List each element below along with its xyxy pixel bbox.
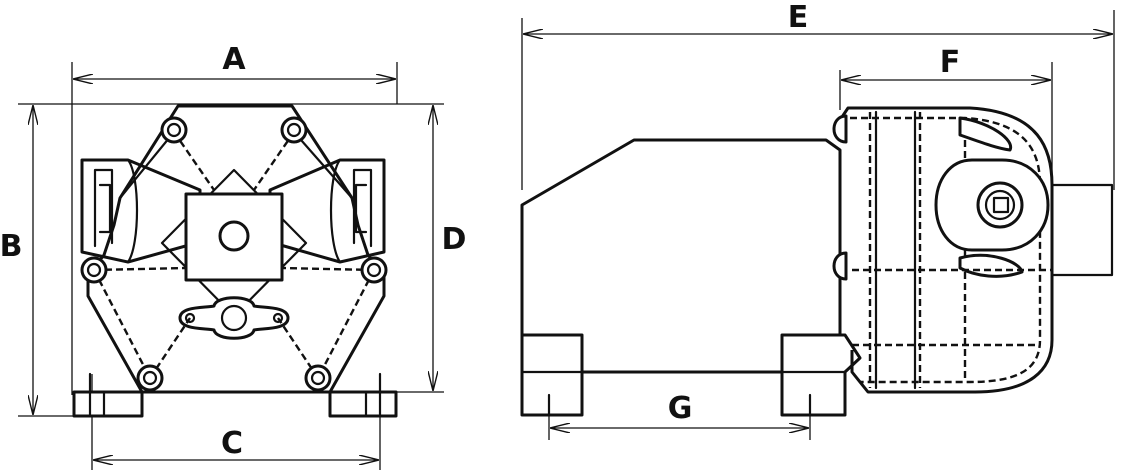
mount-bracket bbox=[178, 296, 290, 340]
roller-bottom-right bbox=[304, 364, 332, 392]
pump-head-inner bbox=[874, 110, 917, 390]
roller-top-right bbox=[280, 116, 308, 144]
roller-bottom-left bbox=[136, 364, 164, 392]
center-port-circle bbox=[218, 220, 250, 252]
dimension-d-label: D bbox=[442, 222, 467, 257]
roller-top-left bbox=[160, 116, 188, 144]
left-port-block bbox=[80, 158, 202, 264]
dimension-b-label: B bbox=[0, 229, 22, 264]
roller-mid-right bbox=[360, 256, 388, 284]
dimension-a-label: A bbox=[222, 42, 246, 77]
pump-head-housing bbox=[838, 106, 1054, 394]
base-feet bbox=[72, 372, 398, 418]
port-fitting bbox=[934, 158, 1114, 277]
dimension-f-label: F bbox=[940, 45, 961, 80]
center-block bbox=[184, 192, 284, 282]
pump-head-dash-band bbox=[850, 116, 1042, 384]
side-foot-left bbox=[520, 333, 584, 417]
side-foot-right bbox=[780, 333, 862, 417]
dimension-e-label: E bbox=[788, 0, 809, 35]
roller-mid-left bbox=[80, 256, 108, 284]
side-extension-lines bbox=[521, 10, 1115, 440]
side-view: E F G bbox=[520, 0, 1115, 440]
right-port-block bbox=[268, 158, 386, 264]
front-view: A B C D bbox=[0, 42, 466, 470]
dimension-c-label: C bbox=[221, 426, 243, 461]
dimension-g-label: G bbox=[668, 391, 693, 426]
